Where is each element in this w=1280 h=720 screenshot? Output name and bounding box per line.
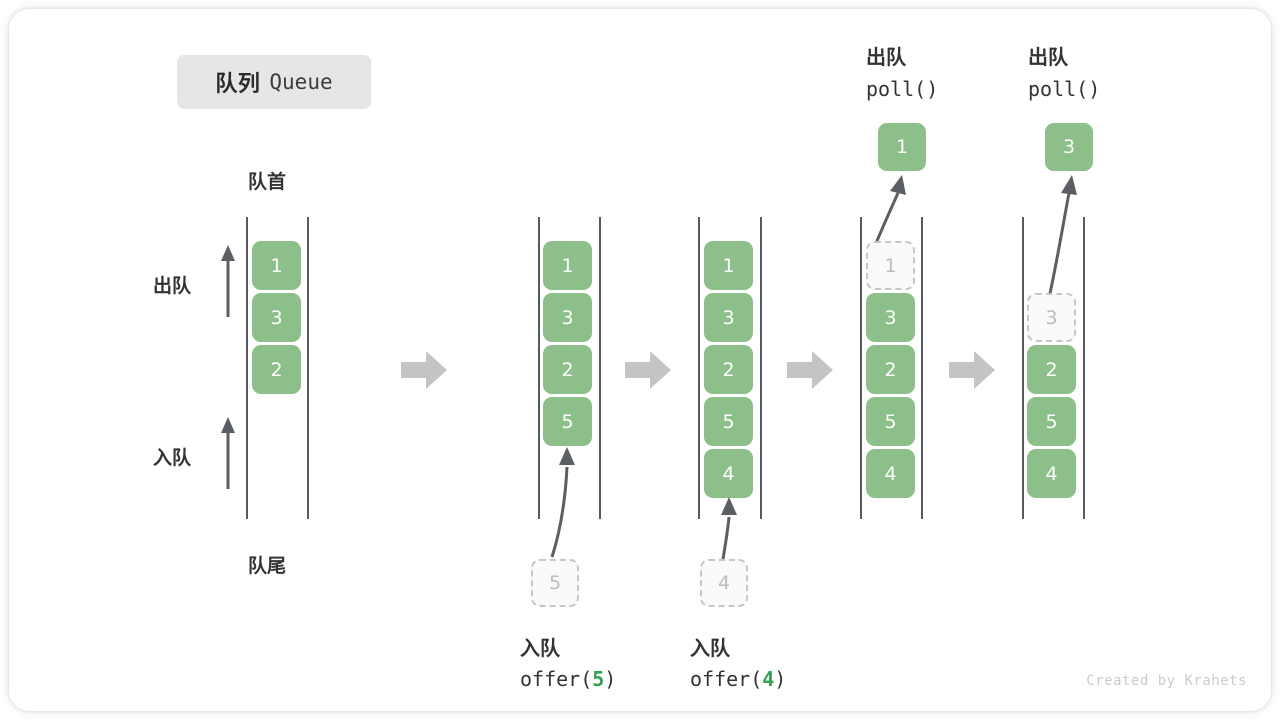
queue-cell: 2 [866, 345, 915, 394]
queue-rail-right [921, 217, 923, 519]
step-caption-code-poll-3: poll() [1028, 77, 1101, 101]
queue-rail-left [698, 217, 700, 519]
enqueue-insert-arrow-icon [721, 497, 737, 560]
code-prefix: offer( [690, 667, 763, 691]
poll-result-cell: 1 [878, 123, 926, 171]
code-value: 5 [592, 667, 605, 691]
queue-cell: 5 [1027, 397, 1076, 446]
code-prefix: offer( [520, 667, 593, 691]
enqueue-up-arrow-icon [221, 417, 235, 489]
queue-rail-left [538, 217, 540, 519]
queue-cell: 2 [252, 345, 301, 394]
diagram-title-en: Queue [269, 70, 333, 94]
queue-cell: 3 [252, 293, 301, 342]
step-caption-cn-offer-4: 入队 [690, 638, 730, 660]
queue-cell: 2 [1027, 345, 1076, 394]
dequeue-direction-label: 出队 [153, 276, 192, 297]
pending-element-ghost: 4 [700, 559, 748, 607]
removed-element-ghost: 1 [866, 241, 915, 290]
dequeue-up-arrow-icon [221, 245, 235, 317]
code-value: 4 [762, 667, 775, 691]
step-caption-code-poll-1: poll() [866, 77, 939, 101]
queue-cell: 4 [866, 449, 915, 498]
queue-cell: 2 [704, 345, 753, 394]
queue-cell: 2 [543, 345, 592, 394]
diagram-card: 队列 Queue 队首 队尾 出队 入队 1 3 2 [9, 9, 1271, 711]
step-caption-cn-offer-5: 入队 [520, 638, 560, 660]
queue-rail-left [246, 217, 248, 519]
enqueue-direction-label: 入队 [153, 448, 192, 469]
queue-cell-new: 5 [543, 397, 592, 446]
queue-tail-label: 队尾 [248, 556, 287, 577]
queue-rail-right [599, 217, 601, 519]
queue-cell: 1 [252, 241, 301, 290]
queue-cell-new: 4 [704, 449, 753, 498]
queue-cell: 1 [704, 241, 753, 290]
dequeue-extract-arrow-icon [1045, 175, 1077, 308]
queue-cell: 3 [866, 293, 915, 342]
queue-rail-left [860, 217, 862, 519]
pending-element-ghost: 5 [531, 559, 579, 607]
step-caption-code-offer-4: offer(4) [690, 667, 786, 691]
removed-element-ghost: 3 [1027, 293, 1076, 342]
poll-result-cell: 3 [1045, 123, 1093, 171]
enqueue-insert-arrow-icon [550, 447, 575, 558]
queue-rail-right [760, 217, 762, 519]
queue-rail-right [1083, 217, 1085, 519]
queue-head-label: 队首 [248, 172, 287, 193]
code-suffix: ) [774, 667, 787, 691]
step-transition-arrow-icon [787, 351, 833, 389]
queue-cell: 1 [543, 241, 592, 290]
queue-cell: 4 [1027, 449, 1076, 498]
diagram-title-chip: 队列 Queue [177, 55, 371, 109]
queue-cell: 5 [866, 397, 915, 446]
queue-rail-left [1022, 217, 1024, 519]
step-transition-arrow-icon [625, 351, 671, 389]
step-caption-code-offer-5: offer(5) [520, 667, 616, 691]
queue-cell: 5 [704, 397, 753, 446]
queue-cell: 3 [704, 293, 753, 342]
queue-cell: 3 [543, 293, 592, 342]
queue-rail-right [307, 217, 309, 519]
step-caption-cn-poll-1: 出队 [866, 47, 906, 69]
diagram-title-cn: 队列 [215, 71, 261, 96]
step-transition-arrow-icon [949, 351, 995, 389]
watermark-credit: Created by Krahets [1086, 673, 1247, 689]
step-transition-arrow-icon [401, 351, 447, 389]
code-suffix: ) [604, 667, 617, 691]
step-caption-cn-poll-3: 出队 [1028, 47, 1068, 69]
